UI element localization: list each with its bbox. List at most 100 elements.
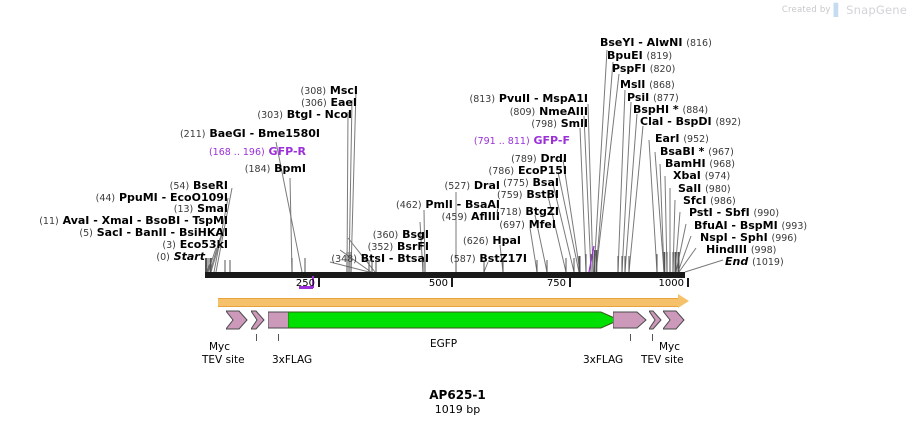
site-pos-ecop15i: (786): [488, 166, 515, 177]
site-label-bsgi[interactable]: (360) BsgI: [373, 229, 429, 241]
site-names-bstz17i: BstZ17I: [479, 252, 527, 265]
site-pos-msli: (868): [649, 80, 675, 91]
site-label-eco53ki[interactable]: (3) Eco53kI: [162, 239, 228, 251]
site-label-msci[interactable]: (308) MscI: [301, 85, 359, 97]
site-names-eco53ki: Eco53kI: [179, 238, 228, 251]
site-label-pspfi[interactable]: PspFI (820): [612, 63, 675, 75]
site-label-btgzi[interactable]: (718) BtgZI: [496, 206, 559, 218]
site-names-psii: PsiI: [627, 91, 650, 104]
ruler-label-750: 750: [546, 278, 566, 289]
feature-tev-right[interactable]: [649, 308, 662, 332]
site-label-end[interactable]: End (1019): [725, 256, 784, 268]
site-names-bfuai: BfuAI - BspMI: [694, 219, 778, 232]
site-label-bsrfi[interactable]: (352) BsrFI: [368, 241, 429, 253]
site-pos-bamhi: (968): [709, 159, 735, 170]
site-label-sfci[interactable]: SfcI (986): [683, 195, 736, 207]
site-label-bseri[interactable]: (54) BseRI: [170, 180, 228, 192]
site-names-psti: PstI - SbfI: [689, 206, 750, 219]
site-label-psti[interactable]: PstI - SbfI (990): [689, 207, 779, 219]
site-label-drdi[interactable]: (789) DrdI: [511, 153, 567, 165]
site-label-bpuei[interactable]: BpuEI (819): [607, 50, 672, 62]
feature-label-3xflag-right: 3xFLAG: [583, 354, 624, 366]
feature-label-tev-left: TEV site: [202, 354, 245, 366]
site-label-xbai[interactable]: XbaI (974): [673, 170, 730, 182]
site-pos-btsi: (348): [331, 254, 357, 265]
site-names-avai: AvaI - XmaI - BsoBI - TspMI: [62, 214, 228, 227]
site-pos-eari: (952): [683, 134, 709, 145]
site-pos-psti: (990): [753, 208, 780, 219]
site-label-bseyi[interactable]: BseYI - AlwNI (816): [600, 37, 712, 49]
gfp-r-primer-mark: [299, 286, 313, 289]
site-label-btsi[interactable]: (348) BtsI - BtsaI: [331, 253, 429, 265]
snapgene-logo-icon: ▌: [833, 3, 844, 17]
site-label-baegi[interactable]: (211) BaeGI - Bme1580I: [180, 128, 320, 140]
feature-label-track: Myc TEV site 3xFLAG EGFP 3xFLAG TEV site…: [0, 334, 915, 370]
site-pos-ppumi: (44): [95, 193, 116, 204]
site-label-sali[interactable]: SalI (980): [678, 183, 731, 195]
watermark-brand: SnapGene: [846, 3, 907, 17]
site-label-avai[interactable]: (11) AvaI - XmaI - BsoBI - TspMI: [39, 215, 228, 227]
feature-myc-right[interactable]: [663, 308, 685, 332]
site-label-bsabi[interactable]: BsaBI * (967): [660, 146, 734, 158]
site-label-bpmi[interactable]: (184) BpmI: [245, 163, 306, 175]
site-names-nspi: NspI - SphI: [700, 231, 768, 244]
feature-3xflag-right[interactable]: [613, 308, 647, 332]
primer-label-gfp-f[interactable]: (791 .. 811) GFP-F: [474, 135, 570, 147]
site-label-start[interactable]: (0) Start: [156, 251, 205, 263]
site-label-bstz17i[interactable]: (587) BstZ17I: [450, 253, 527, 265]
feature-label-tev-right: TEV site: [641, 354, 684, 366]
site-label-btgi[interactable]: (303) BtgI - NcoI: [257, 109, 352, 121]
site-names-bseyi: BseYI - AlwNI: [600, 36, 683, 49]
watermark-prefix: Created by: [781, 5, 831, 15]
site-label-mfei[interactable]: (697) MfeI: [499, 219, 556, 231]
site-label-hindiii[interactable]: HindIII (998): [706, 244, 776, 256]
site-pos-saci: (5): [79, 228, 93, 239]
site-label-bfuai[interactable]: BfuAI - BspMI (993): [694, 220, 807, 232]
site-label-eaei[interactable]: (306) EaeI: [301, 97, 357, 109]
site-label-ppumi[interactable]: (44) PpuMI - EcoO109I: [96, 192, 228, 204]
site-label-aflIII[interactable]: (459) AflIII: [442, 211, 500, 223]
site-label-drai[interactable]: (527) DraI: [445, 180, 500, 192]
site-names-bseri: BseRI: [193, 179, 228, 192]
site-label-smli[interactable]: (798) SmlI: [531, 118, 588, 130]
site-pos-pspfi: (820): [649, 64, 676, 75]
site-label-hpai[interactable]: (626) HpaI: [463, 235, 521, 247]
site-label-eari[interactable]: EarI (952): [655, 133, 709, 145]
site-label-psii[interactable]: PsiI (877): [627, 92, 679, 104]
snapgene-watermark: Created by ▌ SnapGene: [782, 3, 907, 17]
site-label-bsphi[interactable]: BspHI * (884): [633, 104, 708, 116]
site-label-bstbi[interactable]: (759) BstBI: [497, 189, 559, 201]
gfp-r-primer-tail: [312, 276, 314, 288]
site-label-nspi[interactable]: NspI - SphI (996): [700, 232, 797, 244]
site-pos-smli: (798): [531, 119, 557, 130]
site-pos-bsrfi: (352): [367, 242, 394, 253]
site-names-sali: SalI: [678, 182, 702, 195]
site-label-pvuii[interactable]: (813) PvuII - MspA1I: [470, 93, 589, 105]
feature-tick-3xflag-left: [278, 334, 279, 341]
site-pos-bsgi: (360): [372, 230, 399, 241]
feature-egfp[interactable]: [288, 308, 620, 332]
site-names-pvuii: PvuII - MspA1I: [498, 92, 588, 105]
site-label-clai[interactable]: ClaI - BspDI (892): [640, 116, 741, 128]
site-label-smai[interactable]: (13) SmaI: [174, 203, 228, 215]
site-pos-aflIII: (459): [441, 212, 468, 223]
site-names-eaei: EaeI: [330, 96, 358, 109]
site-label-bamhi[interactable]: BamHI (968): [665, 158, 735, 170]
site-label-pmli[interactable]: (462) PmlI - BsaAI: [396, 199, 500, 211]
feature-tev-left[interactable]: [251, 308, 265, 332]
site-label-saci[interactable]: (5) SacI - BanII - BsiHKAI: [79, 227, 228, 239]
site-pos-avai: (11): [39, 216, 59, 227]
site-label-ecop15i[interactable]: (786) EcoP15I: [489, 165, 567, 177]
primer-label-gfp-r[interactable]: (168 .. 196) GFP-R: [209, 146, 306, 158]
site-label-msli[interactable]: MslI (868): [620, 79, 675, 91]
feature-label-myc-left: Myc: [209, 341, 231, 353]
site-names-bpmi: BpmI: [274, 162, 306, 175]
site-pos-bsabi: (967): [708, 147, 734, 158]
feature-tick-tev-left: [256, 334, 257, 341]
feature-myc-left[interactable]: [226, 308, 248, 332]
site-names-bsabi: BsaBI *: [660, 145, 705, 158]
ruler-tick-750: [569, 278, 571, 287]
site-label-bsai[interactable]: (775) BsaI: [503, 177, 559, 189]
site-pos-bsai: (775): [503, 178, 529, 189]
site-label-nmeaiii[interactable]: (809) NmeAIII: [510, 106, 588, 118]
